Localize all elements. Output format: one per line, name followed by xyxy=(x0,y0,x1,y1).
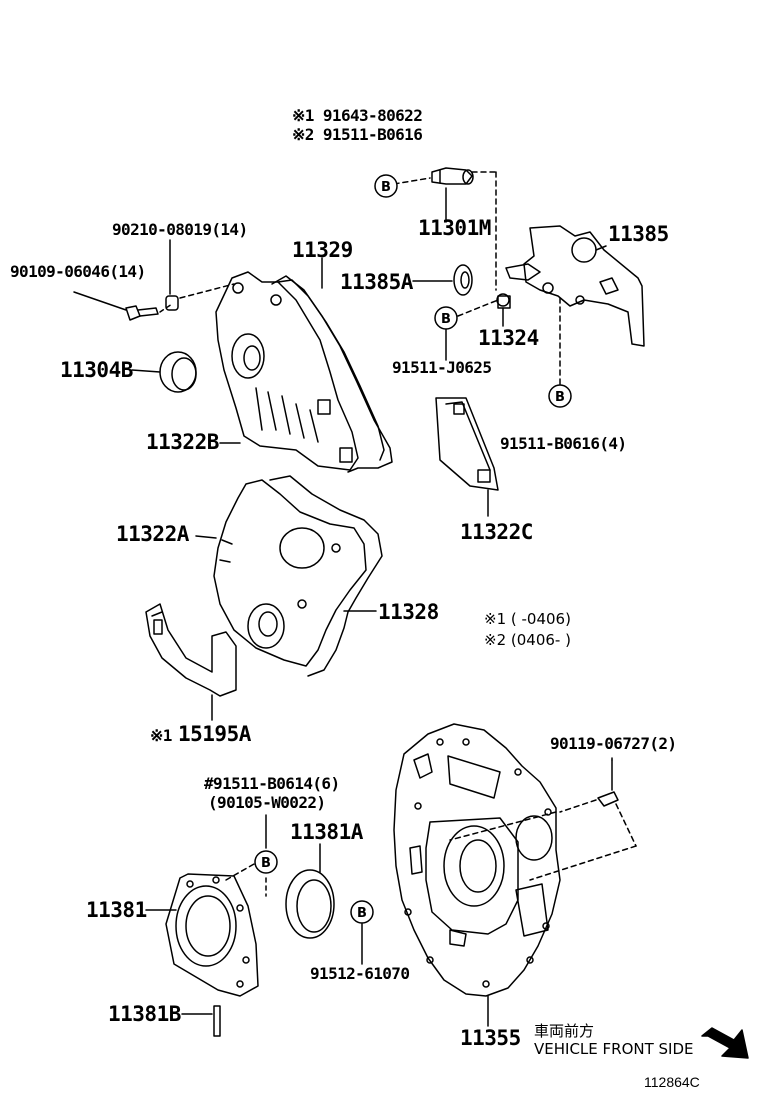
callout-b-letter: B xyxy=(261,856,271,871)
part-label-11381: 11381 xyxy=(86,898,147,922)
note-x1-mark: ※1 xyxy=(150,726,172,745)
callout-b-plate: B xyxy=(350,900,374,924)
part-label-11355: 11355 xyxy=(460,1026,521,1050)
cover-11322A xyxy=(213,479,367,667)
part-label-90109-06046: 90109-06046(14) xyxy=(10,262,146,281)
part-label-11301M: 11301M xyxy=(418,216,491,240)
part-label-11381B: 11381B xyxy=(108,1002,181,1026)
note-x2-date-range: ※2 (0406- ) xyxy=(484,631,571,649)
note-x1-part-number: ※1 91643-80622 xyxy=(292,106,423,125)
callout-b-letter: B xyxy=(357,906,367,921)
part-label-11322A: 11322A xyxy=(116,522,189,546)
note-x1-date-range: ※1 ( -0406) xyxy=(484,610,571,628)
callout-b-upper: B xyxy=(374,174,398,198)
gasket-11328 xyxy=(269,475,383,677)
bracket-11385 xyxy=(505,225,645,347)
callout-b-letter: B xyxy=(555,390,565,405)
part-label-90119-06727: 90119-06727(2) xyxy=(550,734,677,753)
guide-pin-11301M xyxy=(431,167,474,185)
callout-b-letter: B xyxy=(381,180,391,195)
pin-11324 xyxy=(496,293,511,309)
part-label-11381A: 11381A xyxy=(290,820,363,844)
part-label-11385: 11385 xyxy=(608,222,669,246)
diagram-reference-code: 112864C xyxy=(644,1074,700,1090)
seal-11385A xyxy=(453,264,473,296)
vehicle-front-label-en: VEHICLE FRONT SIDE xyxy=(534,1040,694,1058)
part-label-91512-61070: 91512-61070 xyxy=(310,964,410,983)
part-label-91511-B0616-4: 91511-B0616(4) xyxy=(500,434,627,453)
part-label-11329: 11329 xyxy=(292,238,353,262)
gasket-11329 xyxy=(271,275,393,473)
part-label-90105-W0022: (90105-W0022) xyxy=(208,793,326,812)
callout-b-letter: B xyxy=(441,312,451,327)
retainer-11381 xyxy=(165,873,259,997)
part-label-11324: 11324 xyxy=(478,326,539,350)
guide-15195A xyxy=(145,603,237,697)
vehicle-front-arrow-icon xyxy=(701,1027,749,1059)
washer-90210 xyxy=(165,295,179,311)
part-label-11322C: 11322C xyxy=(460,520,533,544)
end-plate-11355 xyxy=(393,723,561,997)
callout-b-right: B xyxy=(548,384,572,408)
part-label-15195A: 15195A xyxy=(178,722,251,746)
part-label-11322B: 11322B xyxy=(146,430,219,454)
note-x2-part-number: ※2 91511-B0616 xyxy=(292,125,423,144)
bolt-90109 xyxy=(125,305,159,321)
oil-seal-11381A xyxy=(285,869,335,939)
plug-11304B xyxy=(159,351,197,393)
callout-b-mid: B xyxy=(434,306,458,330)
part-label-11304B: 11304B xyxy=(60,358,133,382)
part-label-91511-J0625: 91511-J0625 xyxy=(392,358,492,377)
bracket-11322C xyxy=(435,397,499,491)
bolt-90119 xyxy=(597,759,619,807)
part-label-11328: 11328 xyxy=(378,600,439,624)
part-label-11385A: 11385A xyxy=(340,270,413,294)
callout-b-retainer: B xyxy=(254,850,278,874)
pin-11381B xyxy=(213,1005,221,1037)
part-label-90210-08019: 90210-08019(14) xyxy=(112,220,248,239)
vehicle-front-label-jp: 車両前方 xyxy=(534,1022,595,1040)
cover-11322B xyxy=(215,271,359,471)
part-label-91511-B0614: #91511-B0614(6) xyxy=(204,774,340,793)
